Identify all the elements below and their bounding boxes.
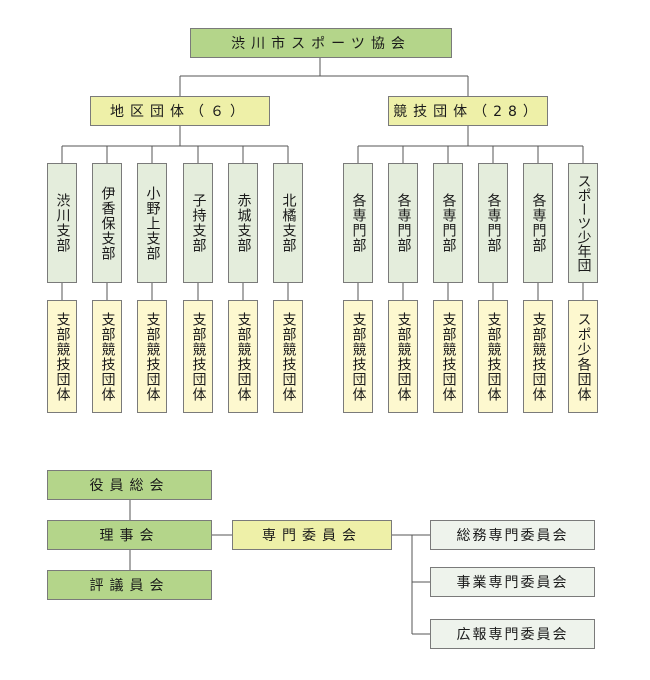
regional-branch-box: 北橘支部 <box>273 163 303 283</box>
board-box: 理事会 <box>47 520 212 550</box>
sports-groups-box: 競技団体（28） <box>388 96 548 126</box>
branch-group-box: 支部競技団体 <box>433 300 463 413</box>
branch-group-box: 支部競技団体 <box>523 300 553 413</box>
regional-branch-box: 子持支部 <box>183 163 213 283</box>
regional-groups-box: 地区団体（６） <box>90 96 270 126</box>
branch-group-box: 支部競技団体 <box>228 300 258 413</box>
regional-branch-box: 渋川支部 <box>47 163 77 283</box>
branch-group-box: 支部競技団体 <box>273 300 303 413</box>
subcommittee-box: 総務専門委員会 <box>430 520 595 550</box>
branch-group-box: 支部競技団体 <box>183 300 213 413</box>
top-association-box: 渋川市スポーツ協会 <box>190 28 452 58</box>
branch-group-box: 支部競技団体 <box>47 300 77 413</box>
sports-branch-box: 各専門部 <box>523 163 553 283</box>
sports-branch-box: 各専門部 <box>433 163 463 283</box>
sports-branch-box: 各専門部 <box>388 163 418 283</box>
branch-group-box: 支部競技団体 <box>343 300 373 413</box>
branch-group-box: 支部競技団体 <box>137 300 167 413</box>
regional-branch-box: 伊香保支部 <box>92 163 122 283</box>
committee-box: 専門委員会 <box>232 520 392 550</box>
sports-branch-box: スポーツ少年団 <box>568 163 598 283</box>
branch-group-box: スポ少各団体 <box>568 300 598 413</box>
regional-branch-box: 小野上支部 <box>137 163 167 283</box>
branch-group-box: 支部競技団体 <box>388 300 418 413</box>
sports-branch-box: 各専門部 <box>343 163 373 283</box>
regional-branch-box: 赤城支部 <box>228 163 258 283</box>
branch-group-box: 支部競技団体 <box>478 300 508 413</box>
general-meeting-box: 役員総会 <box>47 470 212 500</box>
subcommittee-box: 広報専門委員会 <box>430 619 595 649</box>
sports-branch-box: 各専門部 <box>478 163 508 283</box>
subcommittee-box: 事業専門委員会 <box>430 567 595 597</box>
branch-group-box: 支部競技団体 <box>92 300 122 413</box>
council-box: 評議員会 <box>47 570 212 600</box>
